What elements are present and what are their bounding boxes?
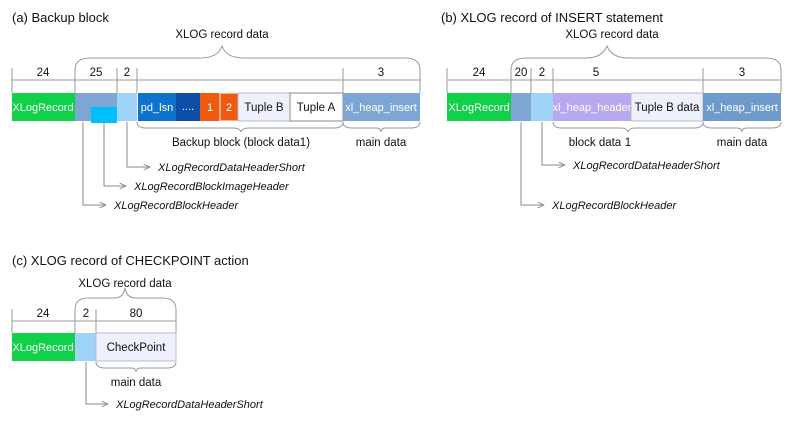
panel-b-size-3: 3 (739, 67, 745, 79)
panel-a-title: (a) Backup block (12, 10, 109, 25)
panel-a-main-data-brace (342, 121, 421, 133)
panel-c-checkpoint-label: CheckPoint (107, 342, 167, 354)
panel-a-tuple-b-cell (237, 92, 291, 122)
panel-a-size-24: 24 (37, 67, 50, 79)
panel-a-record-data-brace (74, 44, 421, 71)
panel-c-size-2: 2 (83, 308, 89, 320)
panel-a-tuple-a-label: Tuple A (297, 102, 336, 114)
panel-b-main-data-brace (702, 121, 782, 133)
panel-b-short-header-callout: XLogRecordDataHeaderShort (572, 160, 721, 172)
panel-a: (a) Backup block XLOG record data 24 25 … (11, 10, 421, 212)
panel-a-pd-lsn-cell (138, 93, 176, 121)
panel-a-block-header-arrow (82, 122, 106, 205)
panel-b-tuple-b-data-cell (630, 92, 704, 122)
panel-a-image-header-cell (91, 107, 117, 123)
panel-a-short-header-cell (117, 93, 137, 121)
panel-a-record-data-label: XLOG record data (175, 29, 269, 41)
panel-b-block-data-label: block data (569, 137, 622, 149)
panel-a-image-header-callout: XLogRecordBlockImageHeader (133, 181, 290, 193)
panel-c: (c) XLOG record of CHECKPOINT action XLO… (11, 253, 264, 411)
panel-a-size-3: 3 (378, 67, 384, 79)
panel-c-xlogrecord-cell (12, 333, 75, 361)
panel-a-pd-lsn-label: pd_lsn (141, 102, 173, 114)
panel-a-backup-block-brace (136, 121, 344, 133)
panel-b-block-data-num: 1 (625, 137, 631, 149)
panel-c-checkpoint-cell (95, 332, 177, 362)
panel-b-xl-heap-header-label: xl_heap_header (553, 102, 632, 114)
panel-a-short-header-callout: XLogRecordDataHeaderShort (157, 162, 306, 174)
panel-b-xl-heap-header-cell (553, 93, 631, 121)
panel-a-xl-heap-insert-label: xl_heap_insert (345, 102, 417, 114)
panel-c-short-header-callout: XLogRecordDataHeaderShort (115, 399, 264, 411)
panel-b-block-header-cell (511, 93, 531, 121)
panel-b-xlogrecord-cell (447, 93, 511, 121)
panel-a-image-header-arrow (103, 122, 126, 186)
panel-b-xl-heap-insert-label: xl_heap_insert (706, 102, 778, 114)
panel-b-size-24: 24 (473, 67, 486, 79)
panel-b-title: (b) XLOG record of INSERT statement (441, 10, 663, 25)
panel-b: (b) XLOG record of INSERT statement XLOG… (441, 10, 782, 212)
panel-c-record-data-label: XLOG record data (78, 278, 172, 290)
panel-a-item-2-label: 2 (226, 102, 232, 114)
panel-c-title: (c) XLOG record of CHECKPOINT action (12, 253, 249, 268)
panel-b-tuple-b-data-label: Tuple B data (635, 102, 700, 114)
panel-c-size-80: 80 (130, 308, 143, 320)
panel-a-item-1-cell (200, 93, 220, 121)
panel-b-size-2: 2 (539, 67, 545, 79)
panel-b-size-20: 20 (515, 67, 528, 79)
panel-c-record-data-brace (74, 287, 177, 311)
panel-b-xlogrecord-label: XLogRecord (448, 102, 509, 114)
panel-c-xlogrecord-label: XLogRecord (12, 342, 73, 354)
panel-c-size-24: 24 (37, 308, 50, 320)
panel-b-block-header-callout: XLogRecordBlockHeader (551, 200, 677, 212)
panel-c-main-data-brace (95, 361, 177, 373)
panel-b-short-header-cell (531, 93, 553, 121)
panel-b-short-header-arrow (541, 122, 565, 165)
panel-a-short-header-arrow (126, 122, 150, 167)
panel-a-main-data-label: main data (356, 137, 407, 149)
panel-a-size-25: 25 (90, 67, 103, 79)
panel-b-record-data-brace (510, 44, 782, 71)
panel-c-short-header-arrow (85, 362, 108, 404)
panel-b-block-header-arrow (520, 122, 544, 205)
panel-a-tuple-b-label: Tuple B (244, 102, 284, 114)
panel-b-xl-heap-insert-cell (703, 93, 781, 121)
panel-b-record-data-label: XLOG record data (565, 29, 659, 41)
panel-a-xl-heap-insert-cell (343, 93, 420, 121)
panel-c-main-data-label: main data (111, 377, 162, 389)
panel-a-size-2: 2 (124, 67, 130, 79)
panel-c-short-header-cell (75, 333, 96, 361)
panel-a-block-header-callout: XLogRecordBlockHeader (113, 200, 239, 212)
panel-a-xlogrecord-label: XLogRecord (12, 102, 73, 114)
panel-a-backup-block-label: Backup block (block data1) (172, 137, 310, 149)
panel-b-size-5: 5 (593, 67, 599, 79)
panel-b-main-data-label: main data (717, 137, 768, 149)
panel-a-xlogrecord-cell (12, 93, 75, 121)
panel-b-block-data-brace (552, 121, 704, 133)
panel-a-dots-label: .... (182, 101, 194, 113)
panel-a-dots-cell (176, 93, 200, 121)
panel-a-item-1-label: 1 (207, 102, 213, 114)
